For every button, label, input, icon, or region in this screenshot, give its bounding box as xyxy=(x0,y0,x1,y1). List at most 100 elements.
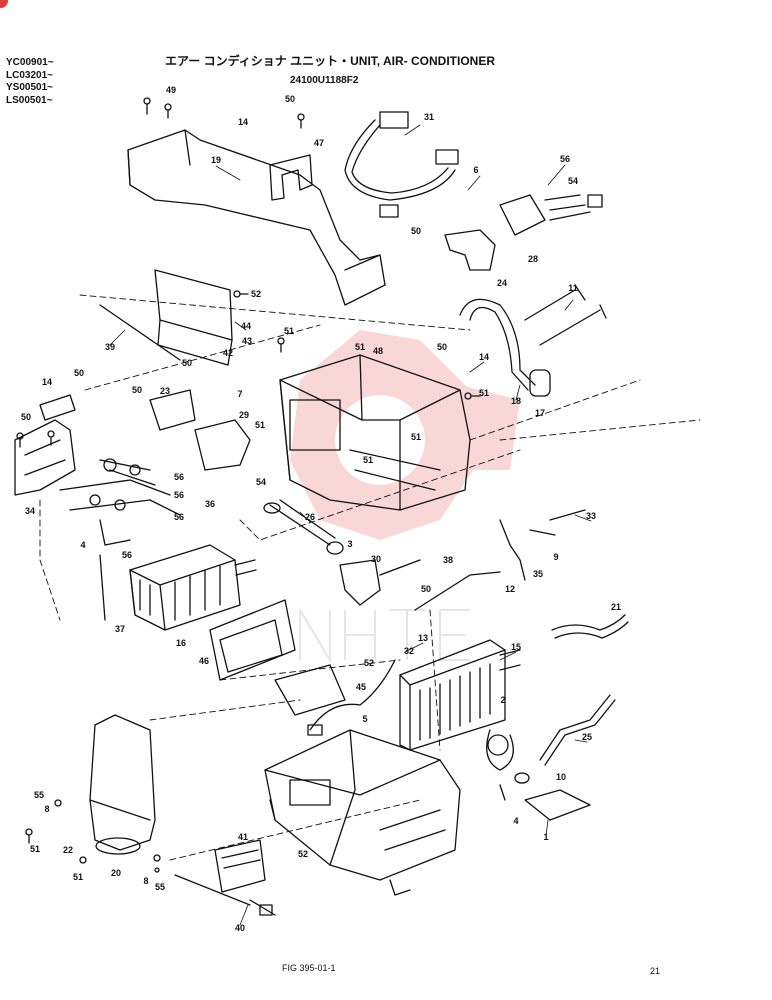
part-number-callout: 51 xyxy=(355,342,365,352)
part-number-callout: 23 xyxy=(160,386,170,396)
part-number-callout: 47 xyxy=(314,138,324,148)
serial-number: LC03201~ xyxy=(6,69,53,81)
part-number-callout: 38 xyxy=(443,555,453,565)
control-valve xyxy=(339,559,421,606)
part-number-callout: 52 xyxy=(364,658,374,668)
part-number-callout: 51 xyxy=(411,432,421,442)
part-number-callout: 1 xyxy=(543,832,548,842)
screw-fasteners xyxy=(16,97,481,873)
lower-unit-case xyxy=(264,729,461,896)
callout-leader-lines xyxy=(109,124,592,926)
part-number-callout: 50 xyxy=(74,368,84,378)
part-number-callout: 56 xyxy=(122,550,132,560)
part-number-callout: 52 xyxy=(298,849,308,859)
serial-number: LS00501~ xyxy=(6,94,53,106)
side-bracket xyxy=(14,419,76,496)
part-number-callout: 56 xyxy=(174,512,184,522)
part-number-callout: 34 xyxy=(25,506,35,516)
part-number-callout: 50 xyxy=(411,226,421,236)
part-number-callout: 19 xyxy=(211,155,221,165)
part-number-callout: 50 xyxy=(132,385,142,395)
part-number-callout: 44 xyxy=(241,321,251,331)
part-number-callout: 17 xyxy=(535,408,545,418)
part-number-callout: 35 xyxy=(533,569,543,579)
part-number-callout: 50 xyxy=(421,584,431,594)
part-number-callout: 50 xyxy=(21,412,31,422)
part-number-callout: 13 xyxy=(418,633,428,643)
part-number-callout: 24 xyxy=(497,278,507,288)
part-number-callout: 28 xyxy=(528,254,538,264)
part-number-callout: 7 xyxy=(237,389,242,399)
part-number-callout: 31 xyxy=(424,112,434,122)
part-number-callout: 3 xyxy=(347,539,352,549)
serial-number-list: YC00901~ LC03201~ YS00501~ LS00501~ xyxy=(6,57,54,107)
part-number-callout: 14 xyxy=(479,352,489,362)
part-number-callout: 51 xyxy=(479,388,489,398)
part-number-callout: 50 xyxy=(437,342,447,352)
part-number-callout: 18 xyxy=(511,396,521,406)
part-number-callout: 49 xyxy=(166,85,176,95)
part-number-callout: 33 xyxy=(586,511,596,521)
wiring-harness xyxy=(344,111,459,218)
part-number-callout: 51 xyxy=(363,455,373,465)
part-number-callout: 45 xyxy=(356,682,366,692)
part-number-callout: 6 xyxy=(473,165,478,175)
part-number-callout: 54 xyxy=(256,477,266,487)
part-number-callout: 2 xyxy=(500,695,505,705)
part-number-callout: 32 xyxy=(404,646,414,656)
sensor-cable xyxy=(307,659,396,736)
expansion-valve xyxy=(486,694,616,801)
part-number-callout: 55 xyxy=(155,882,165,892)
part-number-callout: 20 xyxy=(111,868,121,878)
part-number-callout: 56 xyxy=(560,154,570,164)
part-number-callout: 12 xyxy=(505,584,515,594)
part-number-callout: 11 xyxy=(568,283,578,293)
part-number-callout: 25 xyxy=(582,732,592,742)
part-number-callout: 54 xyxy=(568,176,578,186)
part-number-callout: 4 xyxy=(80,540,85,550)
fan-case xyxy=(154,269,233,366)
part-number-callout: 30 xyxy=(371,554,381,564)
part-number-callout: 29 xyxy=(239,410,249,420)
servo-motor xyxy=(149,389,251,471)
drawing-number: 24100U1188F2 xyxy=(290,75,359,86)
part-number-callout: 39 xyxy=(105,342,115,352)
air-conditioner-housing xyxy=(279,354,471,511)
part-number-callout: 51 xyxy=(73,872,83,882)
part-number-callout: 51 xyxy=(284,326,294,336)
watermark-text xyxy=(299,609,470,664)
part-number-callout: 15 xyxy=(511,642,521,652)
insulation-pad xyxy=(524,789,591,821)
part-number-callout: 51 xyxy=(255,420,265,430)
resistor-panel xyxy=(214,839,266,893)
sensor-bracket xyxy=(444,229,496,271)
air-duct xyxy=(127,129,386,306)
diagram-title: エアー コンディショナ ユニット・UNIT, AIR- CONDITIONER xyxy=(165,54,495,68)
part-number-callout: 51 xyxy=(30,844,40,854)
part-number-callout: 8 xyxy=(143,876,148,886)
part-number-callout: 56 xyxy=(174,490,184,500)
part-number-callout: 55 xyxy=(34,790,44,800)
figure-reference: FIG 395-01-1 xyxy=(282,963,336,973)
switch-assembly xyxy=(499,194,603,236)
part-number-callout: 8 xyxy=(44,804,49,814)
cable-tie xyxy=(524,284,607,346)
part-number-callout: 43 xyxy=(242,336,252,346)
part-number-callout: 22 xyxy=(63,845,73,855)
page-number: 21 xyxy=(650,966,661,976)
refrigerant-line xyxy=(414,509,586,611)
part-number-callout: 16 xyxy=(176,638,186,648)
part-number-callout: 10 xyxy=(556,772,566,782)
drain-hose xyxy=(459,298,551,397)
serial-number: YC00901~ xyxy=(6,57,54,68)
part-number-callout: 14 xyxy=(42,377,52,387)
rubber-seal xyxy=(551,614,629,639)
part-number-callout: 42 xyxy=(223,348,233,358)
link-arm xyxy=(39,394,76,421)
heater-core xyxy=(129,544,257,631)
part-number-callout: 37 xyxy=(115,624,125,634)
part-number-callout: 50 xyxy=(285,94,295,104)
part-number-callout: 46 xyxy=(199,656,209,666)
